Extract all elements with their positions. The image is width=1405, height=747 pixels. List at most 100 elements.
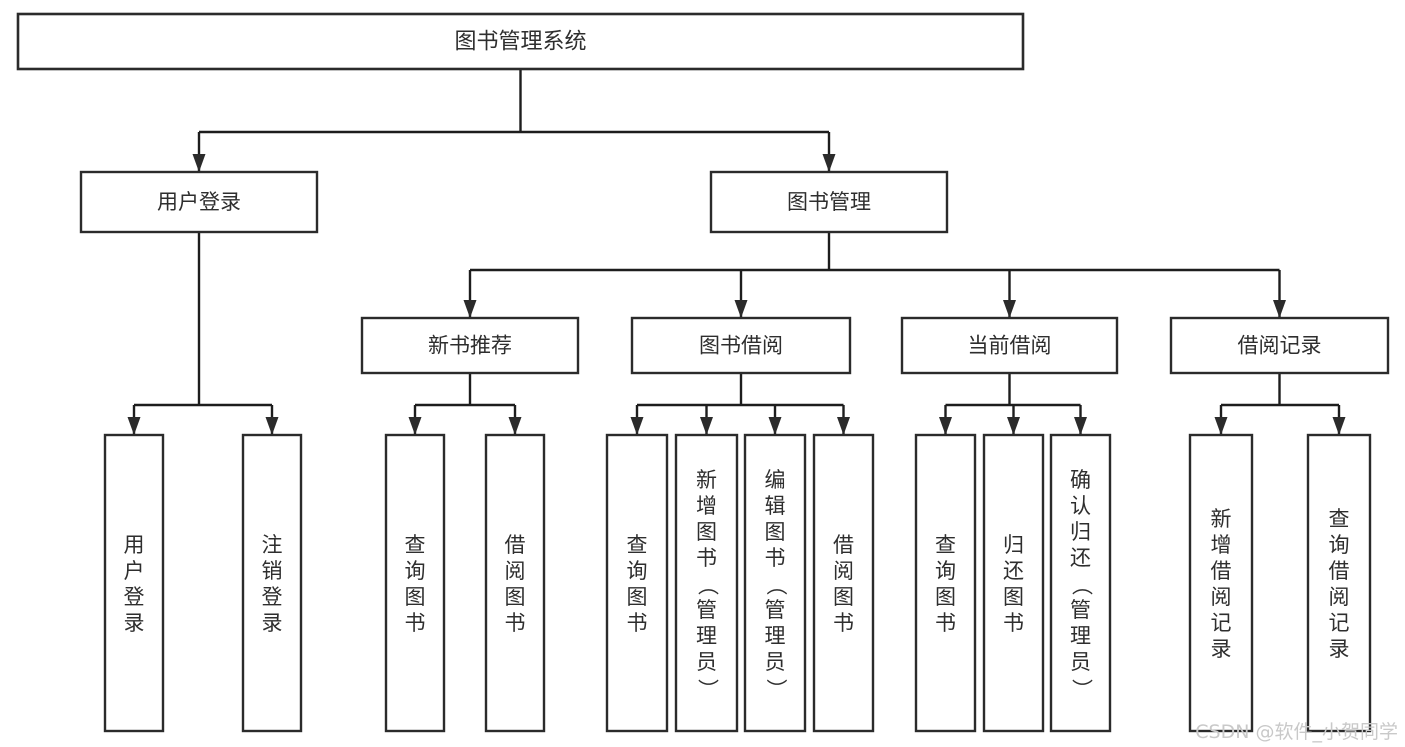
leaf-query-book-current-label-char: 图 [935,585,956,609]
node-borrow-record-label: 借阅记录 [1238,334,1322,358]
arrow-head-icon [463,300,477,318]
leaf-add-book-admin-label-char: 书 [696,546,717,570]
leaf-borrow-book-label-char: 图 [833,585,854,609]
leaf-borrow-book-recommend-label-char: 图 [505,585,526,609]
leaf-add-book-admin-label-char: 新 [696,468,717,492]
arrow-head-icon [127,417,141,435]
leaf-query-book-recommend-label-char: 查 [405,533,426,557]
node-book-management-system-rect [16,12,1025,71]
node-user-login[interactable]: 用户登录 [79,170,319,234]
leaf-query-book-current-rect [914,433,977,733]
node-borrow-record-rect [1169,316,1390,375]
node-current-borrow[interactable]: 当前借阅 [900,316,1119,375]
node-book-management[interactable]: 图书管理 [709,170,949,234]
leaf-confirm-return-admin-label-char: 还 [1070,546,1091,570]
leaf-borrow-book-recommend-label-char: 书 [505,611,526,635]
leaf-query-book-borrow-label-char: 书 [627,611,648,635]
leaf-add-book-admin-label-char: ） [696,679,720,700]
node-book-borrow-rect [630,316,852,375]
leaf-confirm-return-admin-label-char: 认 [1070,494,1091,518]
node-new-book-recommend-label: 新书推荐 [428,334,512,358]
leaf-query-book-current-label-char: 书 [935,611,956,635]
node-new-book-recommend[interactable]: 新书推荐 [360,316,580,375]
node-current-borrow-rect [900,316,1119,375]
leaf-query-borrow-record-label-char: 查 [1329,507,1350,531]
leaf-query-borrow-record-label-char: 借 [1329,559,1350,583]
leaf-query-borrow-record-label-char: 询 [1329,533,1350,557]
leaf-query-book-borrow-label-char: 查 [627,533,648,557]
arrow-head-icon [837,417,850,435]
arrow-head-icon [408,417,422,435]
leaf-confirm-return-admin-label-char: 理 [1070,624,1091,648]
leaf-edit-book-admin-label-char: 理 [765,624,786,648]
leaf-query-borrow-record-label-char: 录 [1329,637,1350,661]
leaf-borrow-book-label-char: 借 [833,533,854,557]
leaf-add-borrow-record-label-char: 阅 [1211,585,1232,609]
leaf-add-book-admin-label-char: （ [696,575,720,596]
leaf-query-book-recommend-label-char: 询 [405,559,426,583]
leaf-query-book-recommend-label-char: 书 [405,611,426,635]
node-book-management-system[interactable]: 图书管理系统 [16,12,1025,71]
leaf-logout-label-char: 注 [262,533,283,557]
leaf-borrow-book-recommend-label-char: 借 [505,533,526,557]
leaf-return-book-label-char: 书 [1003,611,1024,635]
arrow-head-icon [192,154,206,172]
arrow-head-icon [822,154,836,172]
leaf-add-book-admin-label-char: 图 [696,520,717,544]
leaf-logout-label-char: 登 [262,585,283,609]
leaf-add-book-admin-rect [674,433,739,733]
leaf-borrow-book-label-char: 阅 [833,559,854,583]
leaf-add-borrow-record-label-char: 记 [1211,611,1232,635]
arrow-head-icon [1074,417,1087,435]
leaf-borrow-book-recommend-label-char: 阅 [505,559,526,583]
leaf-confirm-return-admin-label-char: （ [1070,575,1094,596]
leaf-query-borrow-record-rect [1306,433,1372,733]
leaf-query-book-recommend-rect [384,433,446,733]
arrow-head-icon [768,417,782,435]
leaf-add-borrow-record-label-char: 录 [1211,637,1232,661]
leaf-return-book-label-char: 图 [1003,585,1024,609]
arrow-head-icon [700,417,713,435]
node-user-login-rect [79,170,319,234]
node-book-borrow[interactable]: 图书借阅 [630,316,852,375]
leaf-add-book-admin-label-char: 增 [696,494,717,518]
leaf-borrow-book-label-char: 书 [833,611,854,635]
arrow-head-icon [1273,300,1286,318]
leaf-query-borrow-record-label-char: 阅 [1329,585,1350,609]
leaf-user-login[interactable]: 用户登录 [103,433,165,733]
arrow-head-icon [265,417,279,435]
leaf-edit-book-admin-label-char: 管 [765,598,786,622]
node-layer: 图书管理系统用户登录图书管理新书推荐图书借阅当前借阅借阅记录查询图书借阅图书查询… [16,12,1390,733]
node-book-management-label: 图书管理 [787,190,871,214]
leaf-logout-label-char: 录 [262,611,283,635]
node-book-management-system-label: 图书管理系统 [454,30,586,55]
node-borrow-record[interactable]: 借阅记录 [1169,316,1390,375]
leaf-query-book-borrow-label-char: 询 [627,559,648,583]
leaf-add-book-admin-label-char: 理 [696,624,717,648]
leaf-query-book-borrow-label-char: 图 [627,585,648,609]
arrow-head-icon [508,417,522,435]
leaf-confirm-return-admin-label-char: 确 [1070,468,1091,492]
leaf-confirm-return-admin-label-char: 归 [1070,520,1091,544]
leaf-edit-book-admin-label-char: （ [764,575,788,596]
leaf-query-book-borrow-rect [605,433,669,733]
connector-layer [127,69,1346,435]
arrow-head-icon [1214,417,1228,435]
arrow-head-icon [1007,417,1020,435]
leaf-add-borrow-record-label-char: 新 [1211,507,1232,531]
node-current-borrow-label: 当前借阅 [968,334,1052,358]
leaf-edit-book-admin-label-char: 编 [765,468,786,492]
